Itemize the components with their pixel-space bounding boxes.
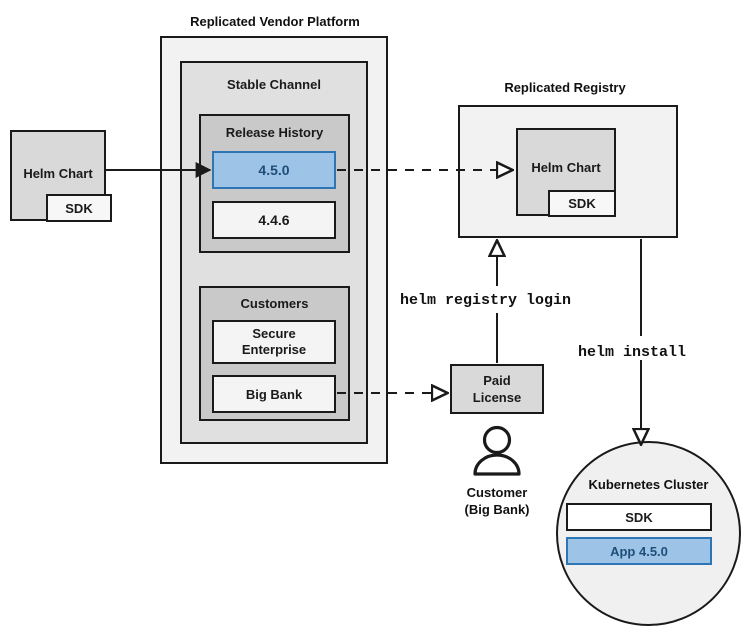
paid-license-line2: License <box>472 390 522 405</box>
stable-channel-label: Stable Channel <box>227 77 321 92</box>
release-history-label: Release History <box>225 125 324 140</box>
helm-registry-login-command: helm registry login <box>400 292 572 309</box>
release-item-4-5-0[interactable]: 4.5.0 <box>212 151 336 189</box>
customer-actor-line1: Customer <box>466 485 528 500</box>
kubernetes-cluster-label: Kubernetes Cluster <box>588 477 709 492</box>
cluster-sdk-box[interactable]: SDK <box>566 503 712 531</box>
source-sdk-box[interactable]: SDK <box>46 194 112 222</box>
release-item-4-4-6[interactable]: 4.4.6 <box>212 201 336 239</box>
release-version-label: 4.4.6 <box>258 212 290 228</box>
registry-helm-chart-label: Helm Chart <box>531 160 601 175</box>
source-helm-chart-label: Helm Chart <box>23 166 93 181</box>
customer-name-line2: Enterprise <box>241 342 307 357</box>
cluster-sdk-label: SDK <box>625 509 653 525</box>
source-sdk-label: SDK <box>65 200 93 216</box>
cluster-app-box[interactable]: App 4.5.0 <box>566 537 712 565</box>
person-icon <box>473 425 521 476</box>
paid-license-line1: Paid <box>483 373 511 388</box>
customer-actor-caption: Customer (Big Bank) <box>437 484 557 518</box>
customer-name-line1: Secure <box>252 326 296 341</box>
registry-title: Replicated Registry <box>504 80 626 95</box>
registry-sdk-box[interactable]: SDK <box>548 190 616 217</box>
vendor-platform-title: Replicated Vendor Platform <box>190 14 360 29</box>
helm-install-command: helm install <box>578 344 687 361</box>
customer-item-secure-enterprise[interactable]: Secure Enterprise <box>212 320 336 364</box>
customer-item-big-bank[interactable]: Big Bank <box>212 375 336 413</box>
customers-label: Customers <box>240 296 309 311</box>
kubernetes-cluster-circle <box>556 441 741 626</box>
registry-sdk-label: SDK <box>568 196 596 211</box>
release-version-label: 4.5.0 <box>258 162 290 178</box>
paid-license-box[interactable]: Paid License <box>450 364 544 414</box>
cluster-app-label: App 4.5.0 <box>610 543 668 559</box>
customer-name-line1: Big Bank <box>245 386 303 402</box>
customer-actor-line2: (Big Bank) <box>464 502 530 517</box>
